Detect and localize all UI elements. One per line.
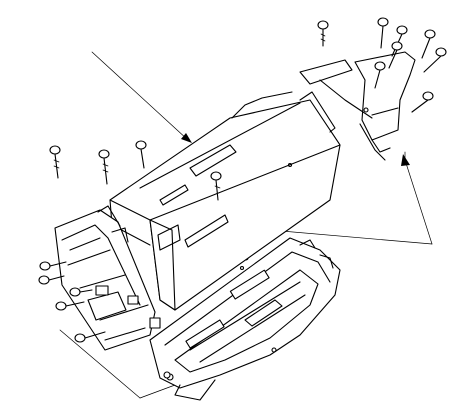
screw — [377, 17, 389, 49]
screw — [39, 261, 67, 271]
right-bracket — [299, 51, 416, 161]
screw — [135, 140, 147, 169]
left-bracket — [54, 205, 161, 351]
main-unit — [109, 91, 341, 311]
screw — [38, 275, 65, 285]
screw — [163, 371, 171, 379]
screw — [74, 331, 106, 343]
screw — [210, 171, 222, 201]
base-bracket — [149, 237, 341, 401]
screw — [388, 41, 403, 69]
screws — [38, 17, 447, 379]
screw — [98, 149, 110, 185]
clip — [95, 285, 109, 296]
screw — [374, 61, 386, 89]
slot-opening — [229, 269, 270, 300]
screw — [55, 301, 85, 311]
screw — [421, 29, 436, 59]
screw — [69, 287, 93, 297]
screw — [49, 145, 61, 179]
screw — [423, 47, 447, 73]
screw — [317, 20, 329, 47]
screw — [411, 91, 434, 113]
